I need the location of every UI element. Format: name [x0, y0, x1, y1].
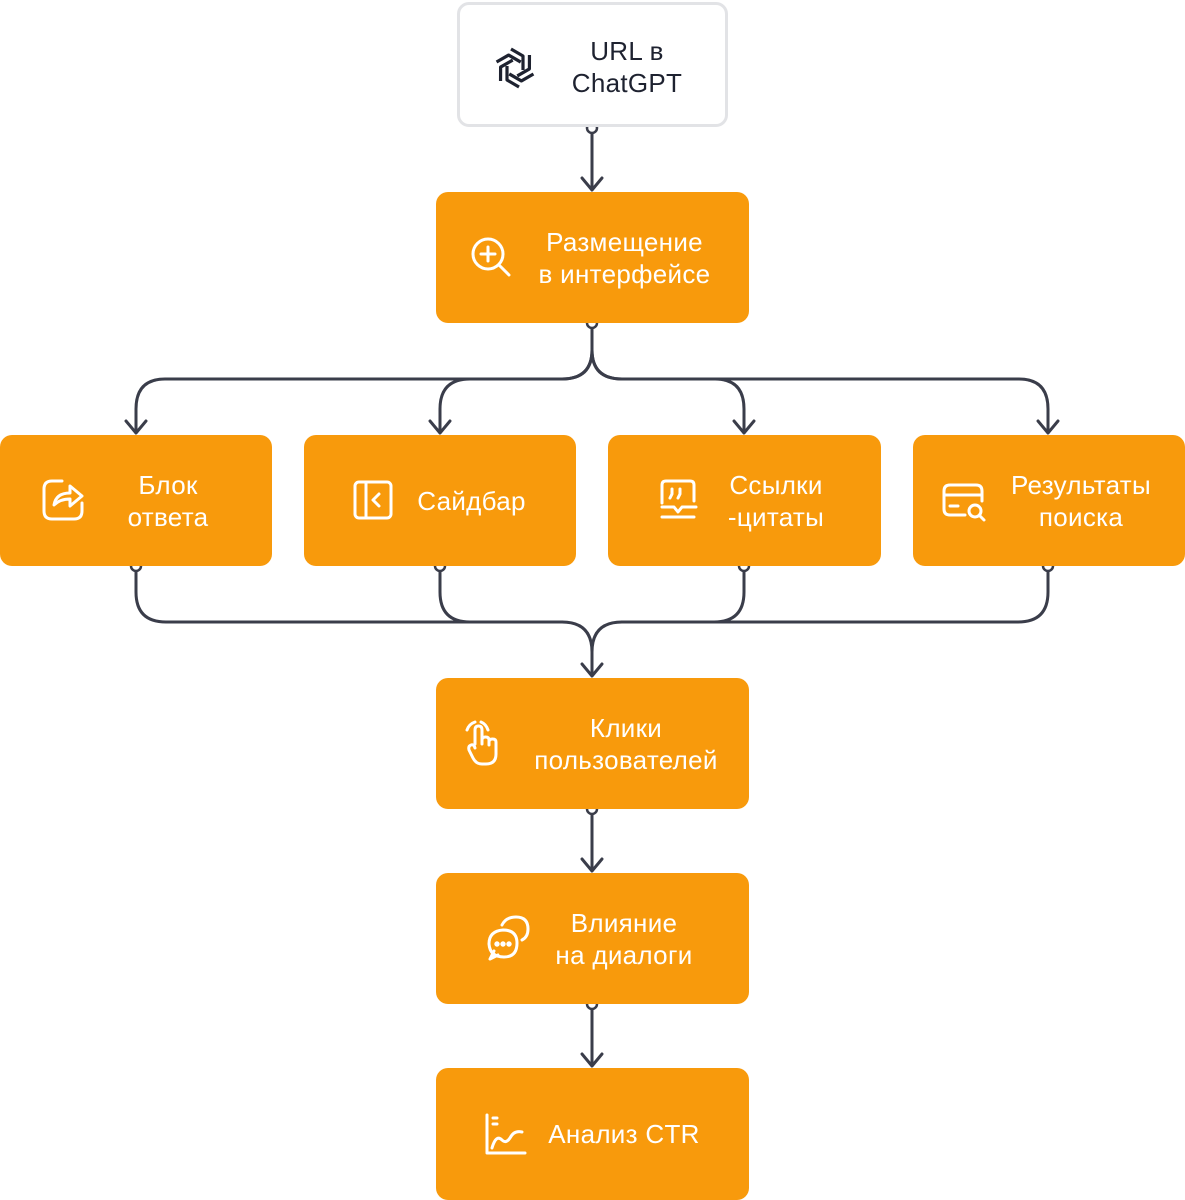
- arrowhead-placement: [580, 176, 604, 192]
- node-label: Размещение в интерфейсе: [522, 226, 727, 290]
- arrowhead-dialog: [580, 857, 604, 873]
- edge-citations-to-clicks: [590, 564, 746, 654]
- node-label-line: Клики: [589, 713, 663, 743]
- node-label-line: Ссылки: [729, 470, 823, 500]
- node-label-line: Результаты: [1011, 470, 1151, 500]
- node-dialog-impact: Влияние на диалоги: [436, 873, 749, 1004]
- arrowhead-search-results: [1036, 419, 1060, 435]
- node-label: Анализ CTR: [542, 1118, 706, 1150]
- node-label-line: пользователей: [534, 745, 718, 775]
- node-citation-links: Ссылки -цитаты: [608, 435, 881, 566]
- node-placement-in-interface: Размещение в интерфейсе: [436, 192, 749, 323]
- arrowhead-clicks: [580, 662, 604, 678]
- node-label-line: -цитаты: [727, 502, 825, 532]
- node-label: Влияние на диалоги: [542, 907, 706, 971]
- edge-search-results-to-clicks: [620, 564, 1050, 624]
- node-label-line: URL в: [590, 36, 664, 66]
- edge-placement-to-citations: [590, 348, 746, 434]
- chat-bubbles-icon: [484, 913, 534, 963]
- zoom-in-icon: [466, 232, 516, 282]
- node-label-line: Сайдбар: [417, 486, 526, 516]
- node-url-in-chatgpt: URL в ChatGPT: [457, 2, 728, 127]
- node-label-line: ответа: [127, 502, 209, 532]
- node-sidebar: Сайдбар: [304, 435, 576, 566]
- node-search-results: Результаты поиска: [913, 435, 1185, 566]
- pointer-hand-icon: [458, 720, 508, 770]
- node-user-clicks: Клики пользователей: [436, 678, 749, 809]
- arrowhead-sidebar: [428, 419, 452, 435]
- node-label-line: Блок: [138, 470, 198, 500]
- node-label: Клики пользователей: [516, 712, 736, 776]
- sidebar-panel-icon: [348, 475, 398, 525]
- node-label-line: Размещение: [546, 227, 703, 257]
- edge-placement-to-sidebar: [438, 348, 594, 434]
- node-answer-block: Блок ответа: [0, 435, 272, 566]
- line-chart-icon: [480, 1110, 530, 1160]
- arrowhead-answer-block: [124, 419, 148, 435]
- edge-placement-to-search-results: [590, 348, 1050, 434]
- share-arrow-icon: [38, 475, 88, 525]
- node-label-line: Влияние: [570, 908, 678, 938]
- quote-message-icon: [654, 475, 704, 525]
- node-label-line: на диалоги: [555, 940, 693, 970]
- openai-logo-icon: [490, 43, 540, 93]
- node-label: Блок ответа: [98, 469, 238, 533]
- node-label-line: поиска: [1038, 502, 1124, 532]
- node-label-line: ChatGPT: [571, 68, 683, 98]
- node-label: URL в ChatGPT: [552, 35, 702, 99]
- node-label: Сайдбар: [404, 485, 539, 517]
- node-label-line: в интерфейсе: [538, 259, 711, 289]
- node-label: Ссылки -цитаты: [714, 469, 838, 533]
- edge-answer-block-to-clicks: [134, 564, 594, 677]
- arrowhead-citations: [732, 419, 756, 435]
- node-ctr-analysis: Анализ CTR: [436, 1068, 749, 1200]
- edge-sidebar-to-clicks: [438, 564, 564, 624]
- card-search-icon: [939, 475, 989, 525]
- arrowhead-ctr: [580, 1052, 604, 1068]
- node-label: Результаты поиска: [1001, 469, 1161, 533]
- node-label-line: Анализ CTR: [548, 1119, 700, 1149]
